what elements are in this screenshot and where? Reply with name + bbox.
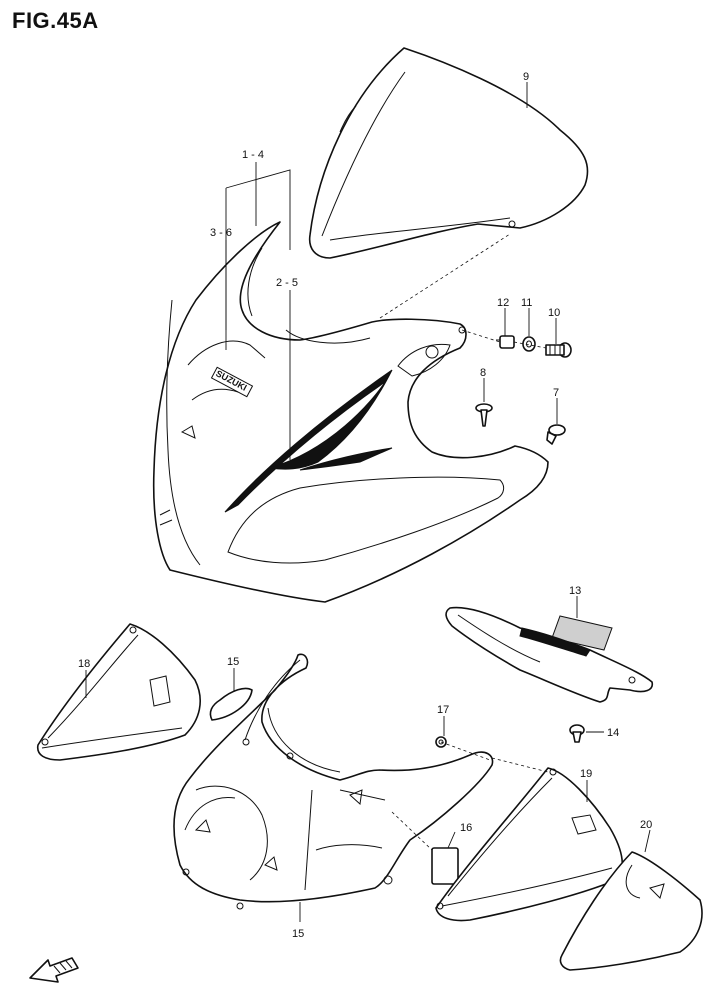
callout-15-lower: 15 — [292, 928, 304, 940]
rubber-pad-upper[interactable] — [209, 687, 253, 721]
callout-17: 17 — [437, 704, 449, 716]
front-arrow-icon — [29, 957, 79, 983]
callout-10: 10 — [548, 307, 560, 319]
hardware-11[interactable] — [522, 336, 536, 352]
hardware-10[interactable] — [545, 342, 572, 358]
right-side-panel[interactable] — [435, 767, 623, 922]
callout-11: 11 — [521, 297, 532, 309]
left-side-panel[interactable] — [36, 623, 201, 761]
callout-2-5: 2 - 5 — [276, 277, 298, 289]
hardware-7[interactable] — [546, 424, 566, 445]
leader-lines — [85, 82, 651, 922]
callout-15-upper: 15 — [227, 656, 239, 668]
callout-13: 13 — [569, 585, 581, 597]
side-cover[interactable] — [559, 851, 703, 971]
lower-cowling[interactable] — [173, 653, 494, 910]
callout-14: 14 — [607, 727, 619, 739]
hardware-12[interactable] — [496, 335, 515, 349]
inner-bracket[interactable] — [445, 606, 654, 703]
callout-12: 12 — [497, 297, 509, 309]
callout-labels: 9 1 - 4 3 - 6 2 - 5 12 11 10 8 7 13 14 1… — [78, 71, 652, 940]
callout-16: 16 — [460, 822, 472, 834]
callout-19: 19 — [580, 768, 592, 780]
hardware-14[interactable] — [569, 724, 585, 743]
callout-9: 9 — [523, 71, 529, 83]
callout-8: 8 — [480, 367, 486, 379]
callout-3-6: 3 - 6 — [210, 227, 232, 239]
callout-7: 7 — [553, 387, 559, 399]
callout-18: 18 — [78, 658, 90, 670]
windscreen[interactable] — [308, 47, 589, 259]
upper-cowling[interactable]: SUZUKI — [152, 221, 549, 603]
callout-20: 20 — [640, 819, 652, 831]
figure-title: FIG.45A — [12, 8, 99, 33]
rubber-pad-lower[interactable] — [431, 847, 459, 885]
callout-1-4: 1 - 4 — [242, 149, 264, 161]
hardware-8[interactable] — [475, 403, 493, 427]
